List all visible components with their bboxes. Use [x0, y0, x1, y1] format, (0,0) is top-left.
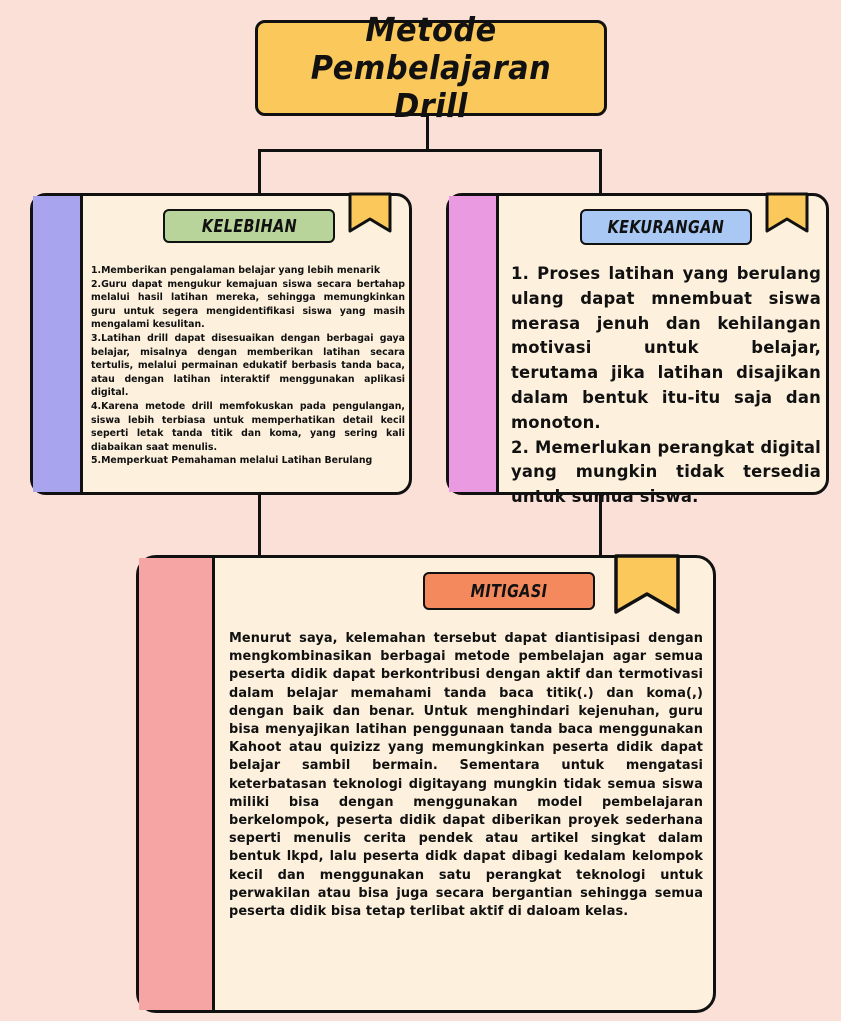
- kelebihan-item: 4.Karena metode drill memfokuskan pada p…: [91, 400, 405, 453]
- kelebihan-item: 5.Memperkuat Pemahaman melalui Latihan B…: [91, 455, 373, 467]
- kekurangan-heading: KEKURANGAN: [607, 216, 725, 238]
- kekurangan-card: KEKURANGAN 1. Proses latihan yang berula…: [446, 192, 829, 506]
- kelebihan-list: 1.Memberikan pengalaman belajar yang leb…: [91, 264, 405, 468]
- title-box: Metode Pembelajaran Drill: [255, 11, 607, 125]
- kelebihan-item: 3.Latihan drill dapat disesuaikan dengan…: [91, 332, 405, 399]
- mitigasi-heading-pill: MITIGASI: [423, 572, 595, 610]
- mitigasi-card: MITIGASI Menurut saya, kelemahan tersebu…: [136, 554, 716, 1013]
- connector-left-to-mitigasi: [258, 494, 261, 557]
- kelebihan-heading-pill: KELEBIHAN: [163, 209, 335, 243]
- kekurangan-item: 2. Memerlukan perangkat digital yang mun…: [511, 437, 821, 507]
- title-line-1: Metode Pembelajaran: [310, 10, 552, 87]
- mitigasi-paragraph: Menurut saya, kelemahan tersebut dapat d…: [229, 630, 703, 921]
- connector-horizontal-top: [258, 149, 602, 152]
- connector-right-to-mitigasi: [599, 494, 602, 557]
- bookmark-ribbon-icon: [348, 192, 392, 233]
- kekurangan-list: 1. Proses latihan yang berulang ulang da…: [511, 262, 821, 510]
- kekurangan-stripe: [449, 196, 499, 492]
- kelebihan-item: 1.Memberikan pengalaman belajar yang leb…: [91, 265, 381, 276]
- kekurangan-heading-pill: KEKURANGAN: [580, 209, 752, 245]
- kelebihan-heading: KELEBIHAN: [201, 215, 297, 237]
- connector-right-down: [599, 149, 602, 195]
- connector-left-down: [258, 149, 261, 195]
- connector-title-down: [426, 116, 429, 152]
- mitigasi-heading: MITIGASI: [470, 580, 548, 602]
- mitigasi-text: Menurut saya, kelemahan tersebut dapat d…: [229, 631, 703, 920]
- kelebihan-card: KELEBIHAN 1.Memberikan pengalaman belaja…: [30, 192, 412, 495]
- title-line-2: Drill: [394, 86, 468, 125]
- mitigasi-stripe: [139, 558, 215, 1010]
- kekurangan-item: 1. Proses latihan yang berulang ulang da…: [511, 264, 821, 432]
- bookmark-ribbon-icon: [765, 192, 809, 233]
- kelebihan-item: 2.Guru dapat mengukur kemajuan siswa sec…: [91, 278, 405, 331]
- page-title: Metode Pembelajaran Drill: [272, 11, 590, 125]
- kelebihan-stripe: [33, 196, 83, 492]
- bookmark-ribbon-icon: [614, 554, 680, 614]
